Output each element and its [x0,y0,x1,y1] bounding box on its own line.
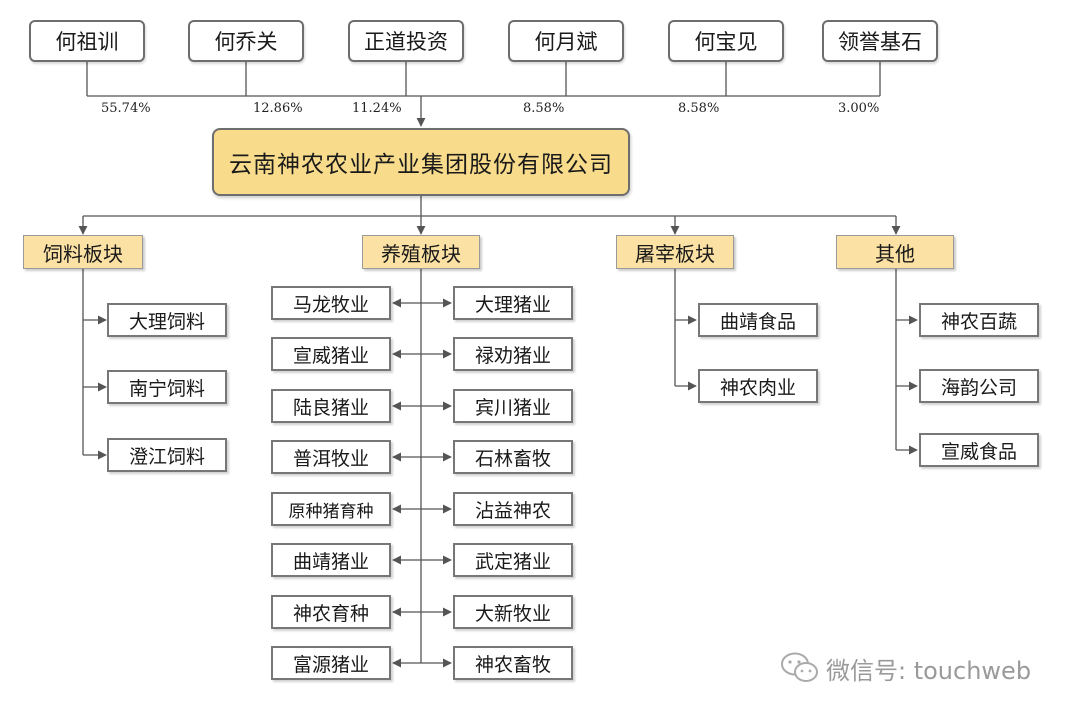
ownership-percent: 55.74% [101,101,151,116]
shareholder-box: 正道投资 [348,20,464,62]
sector-breeding: 养殖板块 [362,235,480,269]
sector-other: 其他 [836,235,954,269]
subsidiary-box: 禄劝猪业 [453,337,573,371]
subsidiary-box: 神农畜牧 [453,646,573,680]
subsidiary-box: 陆良猪业 [271,389,391,423]
shareholder-box: 何月斌 [508,20,624,62]
subsidiary-box: 南宁饲料 [107,370,227,404]
shareholder-box: 何祖训 [29,20,145,62]
sector-slaughter: 屠宰板块 [616,235,734,269]
subsidiary-box: 大理猪业 [453,286,573,320]
subsidiary-box: 曲靖食品 [698,303,818,337]
subsidiary-box: 澄江饲料 [107,438,227,472]
subsidiary-box: 宣威猪业 [271,337,391,371]
subsidiary-box: 原种猪育种 [271,492,391,526]
watermark: 微信号: touchweb [780,648,1031,688]
subsidiary-box: 沾益神农 [453,492,573,526]
company-box: 云南神农农业产业集团股份有限公司 [212,128,630,196]
subsidiary-box: 宾川猪业 [453,389,573,423]
shareholder-box: 领誉基石 [822,20,938,62]
ownership-percent: 11.24% [352,101,402,116]
shareholder-box: 何乔关 [188,20,304,62]
ownership-percent: 3.00% [838,101,880,116]
subsidiary-box: 马龙牧业 [271,286,391,320]
subsidiary-box: 宣威食品 [919,433,1039,467]
ownership-percent: 8.58% [678,101,720,116]
subsidiary-box: 神农育种 [271,595,391,629]
subsidiary-box: 神农百蔬 [919,303,1039,337]
subsidiary-box: 普洱牧业 [271,440,391,474]
subsidiary-box: 大新牧业 [453,595,573,629]
watermark-text: 微信号: touchweb [826,656,1032,685]
wechat-icon [781,652,818,682]
subsidiary-box: 石林畜牧 [453,440,573,474]
subsidiary-box: 神农肉业 [698,369,818,403]
ownership-percent: 8.58% [523,101,565,116]
sector-feed: 饲料板块 [23,235,143,269]
subsidiary-box: 海韵公司 [919,369,1039,403]
subsidiary-box: 曲靖猪业 [271,543,391,577]
ownership-percent: 12.86% [253,101,303,116]
subsidiary-box: 富源猪业 [271,646,391,680]
shareholder-box: 何宝见 [668,20,784,62]
subsidiary-box: 大理饲料 [107,303,227,337]
subsidiary-box: 武定猪业 [453,543,573,577]
